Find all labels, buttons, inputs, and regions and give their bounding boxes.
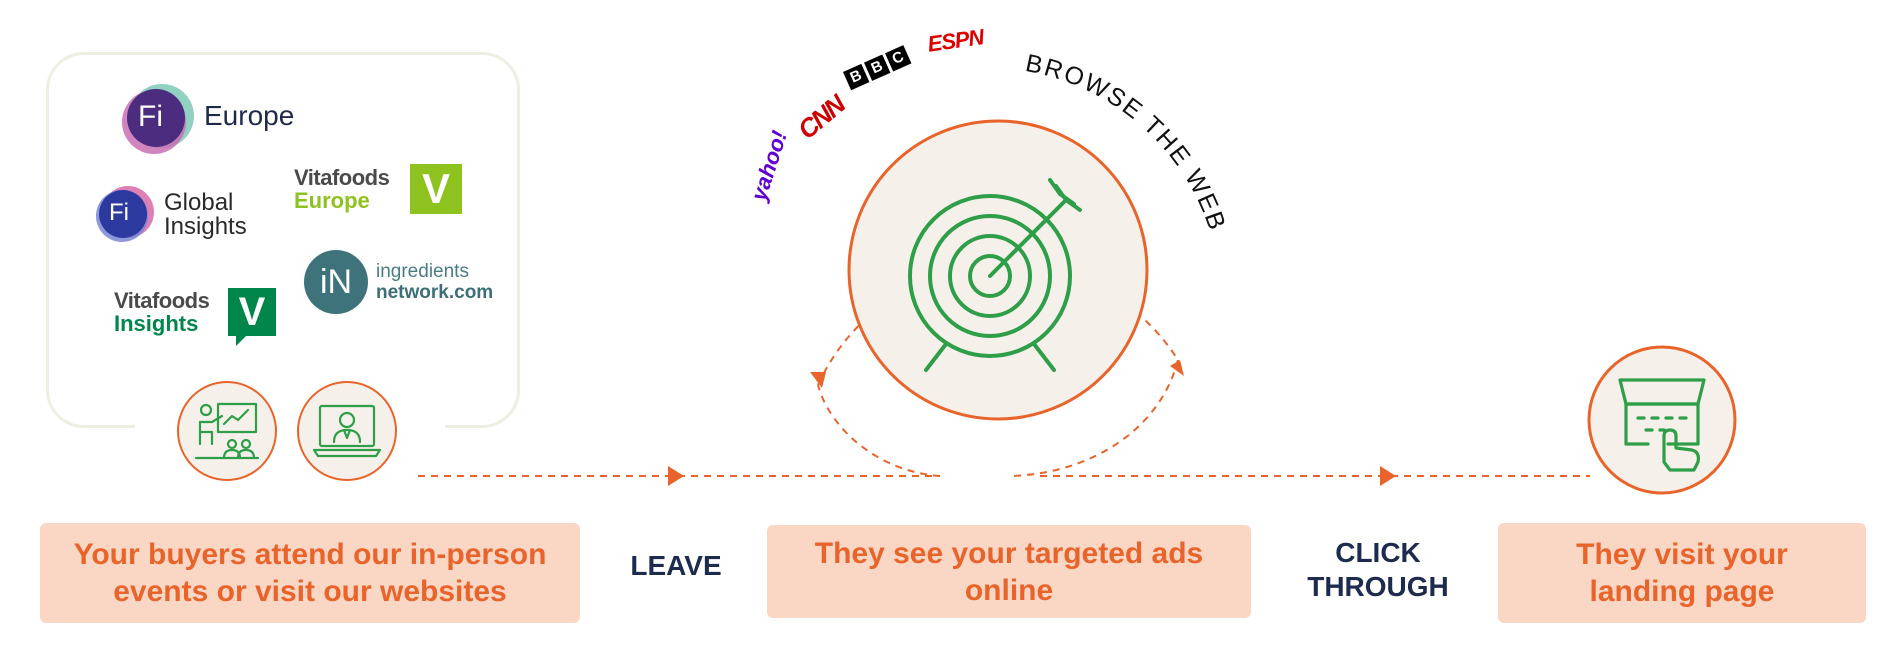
click-line-2: THROUGH xyxy=(1307,571,1449,602)
connector-leave: LEAVE xyxy=(630,550,722,581)
fi-gi-badge-text: Fi xyxy=(109,199,129,226)
fi-global-insights-logo-mark: Fi xyxy=(92,182,156,246)
browse-arc xyxy=(817,263,1179,386)
in-line-1: ingredients xyxy=(376,261,469,282)
svg-text:BROWSE THE WEB: BROWSE THE WEB xyxy=(1023,50,1230,235)
connector-click-through: CLICK THROUGH xyxy=(1280,536,1476,604)
step-visit-text: They visit your landing page xyxy=(1576,538,1788,608)
step-attend-box: Your buyers attend our in-person events … xyxy=(40,523,580,623)
fi-global-insights-name: Global Insights xyxy=(164,191,247,239)
step-see-ads-text: They see your targeted ads online xyxy=(814,536,1204,607)
vitafoods-europe-wordmark: Vitafoods Europe xyxy=(294,165,390,213)
fi-europe-logo-mark: Fi xyxy=(118,80,196,158)
vitafoods-insights-v-badge: V xyxy=(228,288,276,353)
step-see-ads-box: They see your targeted ads online xyxy=(767,525,1251,618)
fi-badge-text: Fi xyxy=(138,100,163,133)
fi-europe-name: Europe xyxy=(204,100,295,131)
target-icon xyxy=(846,118,1150,422)
browse-the-web-label: BROWSE THE WEB xyxy=(1023,50,1230,235)
browse-label-text: BROWSE THE WEB xyxy=(1023,50,1229,235)
arrowhead-leave xyxy=(668,466,684,486)
arrowhead-arc-right xyxy=(1170,360,1184,376)
step-visit-box: They visit your landing page xyxy=(1498,523,1866,623)
presentation-icon xyxy=(176,380,278,482)
vitafoods-europe-v-badge: V xyxy=(410,164,462,214)
vf-europe-word: Vitafoods xyxy=(294,165,390,190)
arrowhead-arc-left xyxy=(810,372,826,388)
vf-insights-v-letter: V xyxy=(238,290,266,334)
webinar-icon xyxy=(296,380,398,482)
step-attend-text: Your buyers attend our in-person events … xyxy=(73,538,547,608)
arc-lower-right xyxy=(1009,359,1179,477)
gi-line-2: Insights xyxy=(164,213,247,240)
vitafoods-insights-wordmark: Vitafoods Insights xyxy=(114,288,210,336)
vf-insights-word: Vitafoods xyxy=(114,288,210,313)
gi-line-1: Global xyxy=(164,189,234,216)
vf-europe-sub: Europe xyxy=(294,188,370,213)
in-line-2: network.com xyxy=(376,282,494,303)
arc-lower-left xyxy=(817,384,941,477)
vf-insights-sub: Insights xyxy=(114,311,199,336)
ingredients-network-name: ingredients network.com xyxy=(376,261,494,304)
arrowhead-click xyxy=(1380,466,1396,486)
click-line-1: CLICK xyxy=(1335,537,1421,568)
ingredients-network-logo-mark: iN xyxy=(304,250,368,314)
laptop-click-icon xyxy=(1586,344,1738,496)
